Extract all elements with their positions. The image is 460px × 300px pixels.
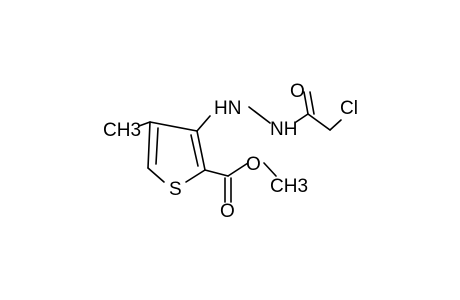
chlorine-label: Cl xyxy=(340,98,358,119)
methyl-label: CH3 xyxy=(103,120,141,141)
bond-c2-c3-inner xyxy=(190,134,199,167)
bond-c4-c5 xyxy=(147,121,151,169)
bond-ester-c-o xyxy=(227,162,249,177)
ester-methyl-label: CH3 xyxy=(270,176,308,197)
bond-c5-s xyxy=(147,167,165,183)
bond-c2-ester-c xyxy=(204,169,229,177)
hydrazine-nh-2-label: NH xyxy=(270,119,297,140)
bond-c3-nh xyxy=(196,115,211,132)
carbonyl-oxygen-label: O xyxy=(290,81,305,102)
bond-ch2-cl xyxy=(329,119,342,131)
bond-carbonyl-o-2 xyxy=(309,91,315,115)
bond-nh-nh xyxy=(248,106,271,124)
hydrazine-nh-1-label: HN xyxy=(214,98,241,119)
bond-nh-carbonyl xyxy=(295,113,309,123)
bond-s-c2 xyxy=(185,169,206,183)
sulfur-label: S xyxy=(169,179,182,200)
ester-oxygen-label: O xyxy=(246,154,261,175)
bond-o-methyl xyxy=(263,162,277,177)
bond-carbonyl-ch2 xyxy=(307,113,331,131)
bond-c4-c5-inner xyxy=(155,127,159,165)
bond-c4-methyl xyxy=(138,121,151,127)
ester-carbonyl-oxygen-label: O xyxy=(220,201,235,222)
bond-c2-c3 xyxy=(196,130,206,171)
bond-c3-c4 xyxy=(149,121,198,132)
bond-carbonyl-o xyxy=(303,91,309,115)
